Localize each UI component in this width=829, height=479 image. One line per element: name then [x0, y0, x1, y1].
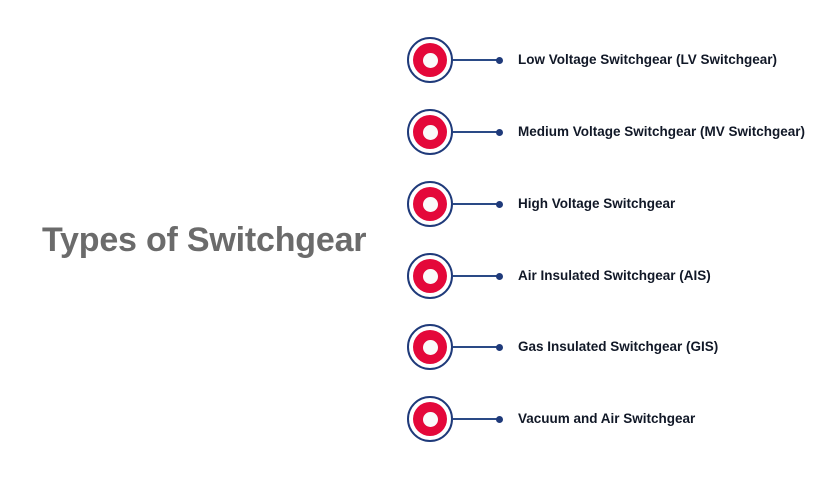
- connector-leader: [453, 127, 503, 137]
- target-ring-core: [422, 339, 438, 355]
- switchgear-types-list: Low Voltage Switchgear (LV Switchgear) Me…: [404, 0, 829, 479]
- list-item-label: Gas Insulated Switchgear (GIS): [518, 338, 719, 354]
- target-ring-outer: [413, 187, 447, 221]
- bullet-dot-icon: [496, 415, 503, 423]
- target-ring-core: [422, 52, 438, 68]
- list-item[interactable]: Medium Voltage Switchgear (MV Switchgear…: [404, 106, 829, 158]
- target-ring-outer: [413, 330, 447, 364]
- connector-line: [453, 346, 497, 348]
- target-ring-icon: [407, 324, 453, 370]
- connector-line: [453, 275, 497, 277]
- list-item[interactable]: Air Insulated Switchgear (AIS): [404, 250, 829, 302]
- connector-line: [453, 59, 497, 61]
- connector-leader: [453, 342, 503, 352]
- target-ring-outer: [413, 43, 447, 77]
- target-ring-icon: [407, 37, 453, 83]
- page-title: Types of Switchgear: [42, 214, 382, 268]
- bullet-dot-icon: [496, 56, 503, 64]
- target-ring-core: [422, 196, 438, 212]
- connector-leader: [453, 414, 503, 424]
- connector-leader: [453, 55, 503, 65]
- list-item-label: Vacuum and Air Switchgear: [518, 410, 696, 426]
- target-ring-outer: [413, 115, 447, 149]
- page-title-text: Types of Switchgear: [42, 221, 367, 260]
- bullet-dot-icon: [496, 128, 503, 136]
- bullet-dot-icon: [496, 343, 503, 351]
- target-ring-icon: [407, 109, 453, 155]
- target-ring-icon: [407, 181, 453, 227]
- target-ring-outer: [413, 402, 447, 436]
- target-ring-core: [422, 411, 438, 427]
- bullet-dot-icon: [496, 200, 503, 208]
- target-ring-core: [422, 268, 438, 284]
- list-item[interactable]: Low Voltage Switchgear (LV Switchgear): [404, 34, 829, 86]
- list-item[interactable]: Gas Insulated Switchgear (GIS): [404, 321, 829, 373]
- list-item[interactable]: Vacuum and Air Switchgear: [404, 393, 829, 445]
- list-item-label: Medium Voltage Switchgear (MV Switchgear…: [518, 123, 806, 139]
- connector-line: [453, 418, 497, 420]
- target-ring-icon: [407, 253, 453, 299]
- connector-leader: [453, 271, 503, 281]
- list-item[interactable]: High Voltage Switchgear: [404, 178, 829, 230]
- bullet-dot-icon: [496, 272, 503, 280]
- target-ring-outer: [413, 259, 447, 293]
- target-ring-core: [422, 124, 438, 140]
- list-item-label: High Voltage Switchgear: [518, 195, 676, 211]
- list-item-label: Air Insulated Switchgear (AIS): [518, 267, 711, 283]
- list-item-label: Low Voltage Switchgear (LV Switchgear): [518, 51, 778, 67]
- target-ring-icon: [407, 396, 453, 442]
- connector-line: [453, 203, 497, 205]
- connector-line: [453, 131, 497, 133]
- connector-leader: [453, 199, 503, 209]
